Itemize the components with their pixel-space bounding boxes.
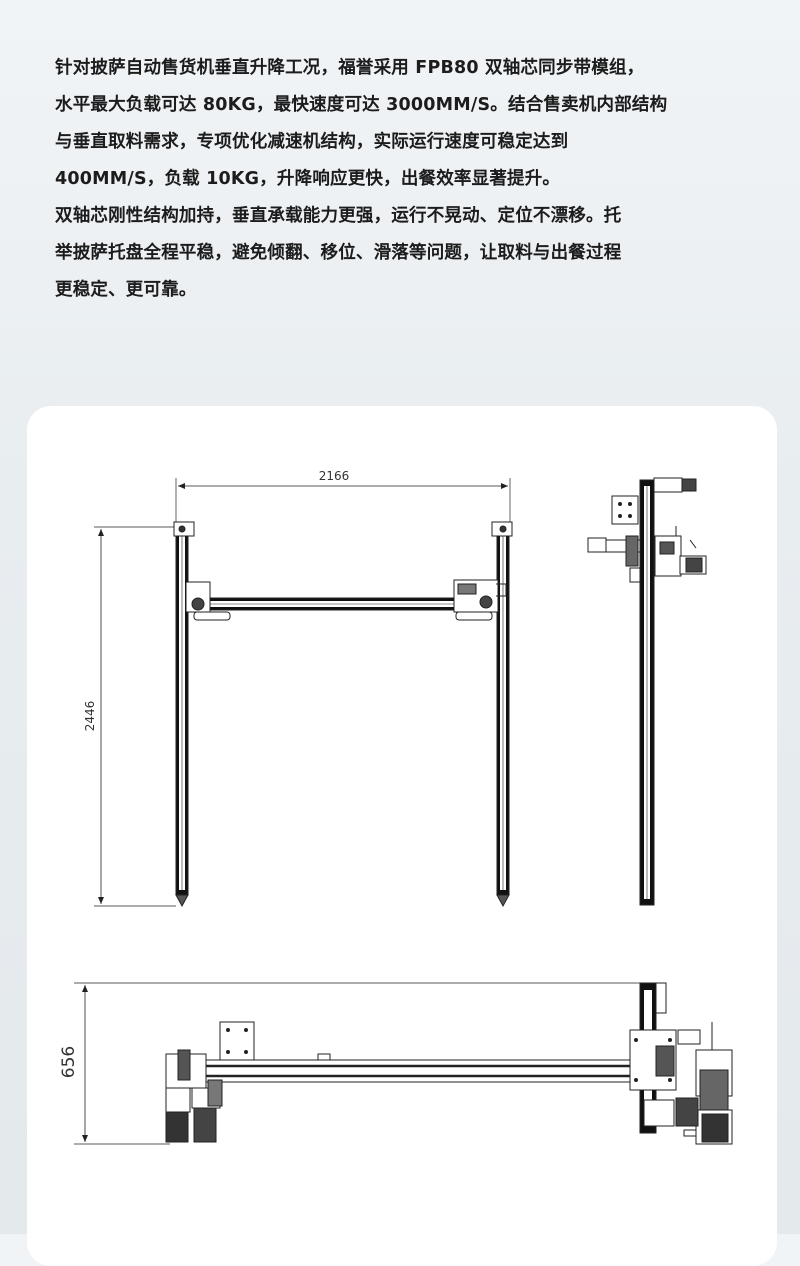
intro-line: 更稳定、更可靠。 xyxy=(55,280,197,300)
intro-line: 举披萨托盘全程平稳，避免倾翻、移位、滑落等问题，让取料与出餐过程 xyxy=(55,243,622,263)
depth-dimension-label: 656 xyxy=(59,1046,79,1078)
top-view xyxy=(74,982,733,1145)
side-view xyxy=(587,477,707,906)
technical-drawing: 2166 2446 656 xyxy=(59,469,733,1145)
front-view xyxy=(94,478,513,908)
height-dimension-label: 2446 xyxy=(83,701,97,732)
intro-text: 针对披萨自动售货机垂直升降工况，福誉采用 FPB80 双轴芯同步带模组， 水平最… xyxy=(55,50,775,309)
intro-line: 与垂直取料需求，专项优化减速机结构，实际运行速度可稳定达到 xyxy=(55,132,569,152)
intro-line: 水平最大负载可达 80KG，最快速度可达 3000MM/S。结合售卖机内部结构 xyxy=(55,95,668,115)
intro-line: 针对披萨自动售货机垂直升降工况，福誉采用 FPB80 双轴芯同步带模组， xyxy=(55,58,645,78)
intro-line: 400MM/S，负载 10KG，升降响应更快，出餐效率显著提升。 xyxy=(55,169,561,189)
intro-line: 双轴芯刚性结构加持，垂直承载能力更强，运行不晃动、定位不漂移。托 xyxy=(55,206,622,226)
width-dimension-label: 2166 xyxy=(319,469,350,483)
